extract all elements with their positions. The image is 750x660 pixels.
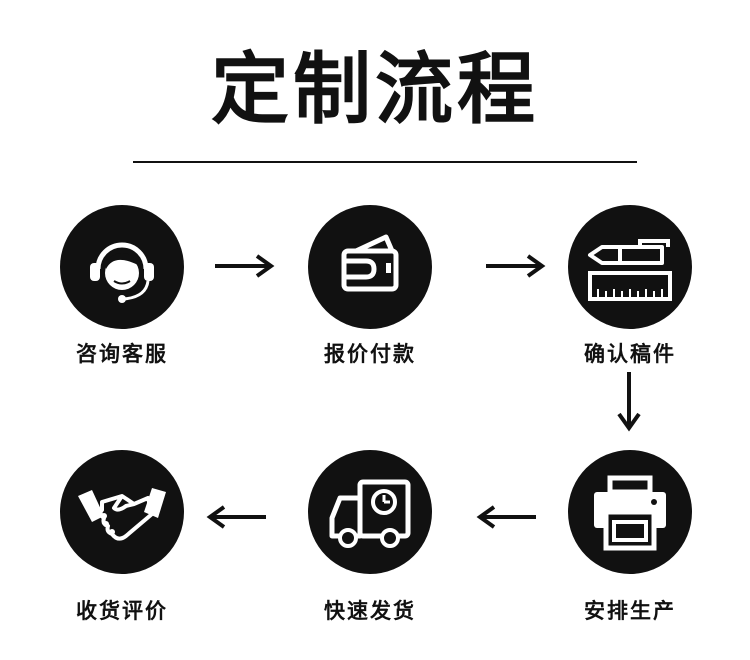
step-label: 快速发货 xyxy=(324,599,416,623)
arrow-left-icon xyxy=(476,505,538,529)
title-divider xyxy=(133,161,637,163)
customer-service-headset-icon xyxy=(60,205,184,329)
step-quote-payment: 报价付款 xyxy=(305,205,435,366)
arrow-right-icon xyxy=(484,254,546,278)
handshake-icon xyxy=(60,450,184,574)
step-label: 收货评价 xyxy=(76,599,168,623)
pen-and-ruler-icon xyxy=(568,205,692,329)
step-receive-review: 收货评价 xyxy=(57,450,187,623)
step-confirm-draft: 确认稿件 xyxy=(565,205,695,366)
step-label: 报价付款 xyxy=(324,342,416,366)
step-fast-shipping: 快速发货 xyxy=(305,450,435,623)
step-arrange-production: 安排生产 xyxy=(565,450,695,623)
delivery-truck-icon xyxy=(308,450,432,574)
step-label: 确认稿件 xyxy=(584,342,676,366)
arrow-left-icon xyxy=(206,505,268,529)
step-label: 安排生产 xyxy=(584,599,676,623)
wallet-icon xyxy=(308,205,432,329)
printer-icon xyxy=(568,450,692,574)
step-label: 咨询客服 xyxy=(76,342,168,366)
arrow-down-icon xyxy=(616,370,642,432)
step-consult-service: 咨询客服 xyxy=(57,205,187,366)
arrow-right-icon xyxy=(213,254,275,278)
page-title: 定制流程 xyxy=(210,45,539,135)
